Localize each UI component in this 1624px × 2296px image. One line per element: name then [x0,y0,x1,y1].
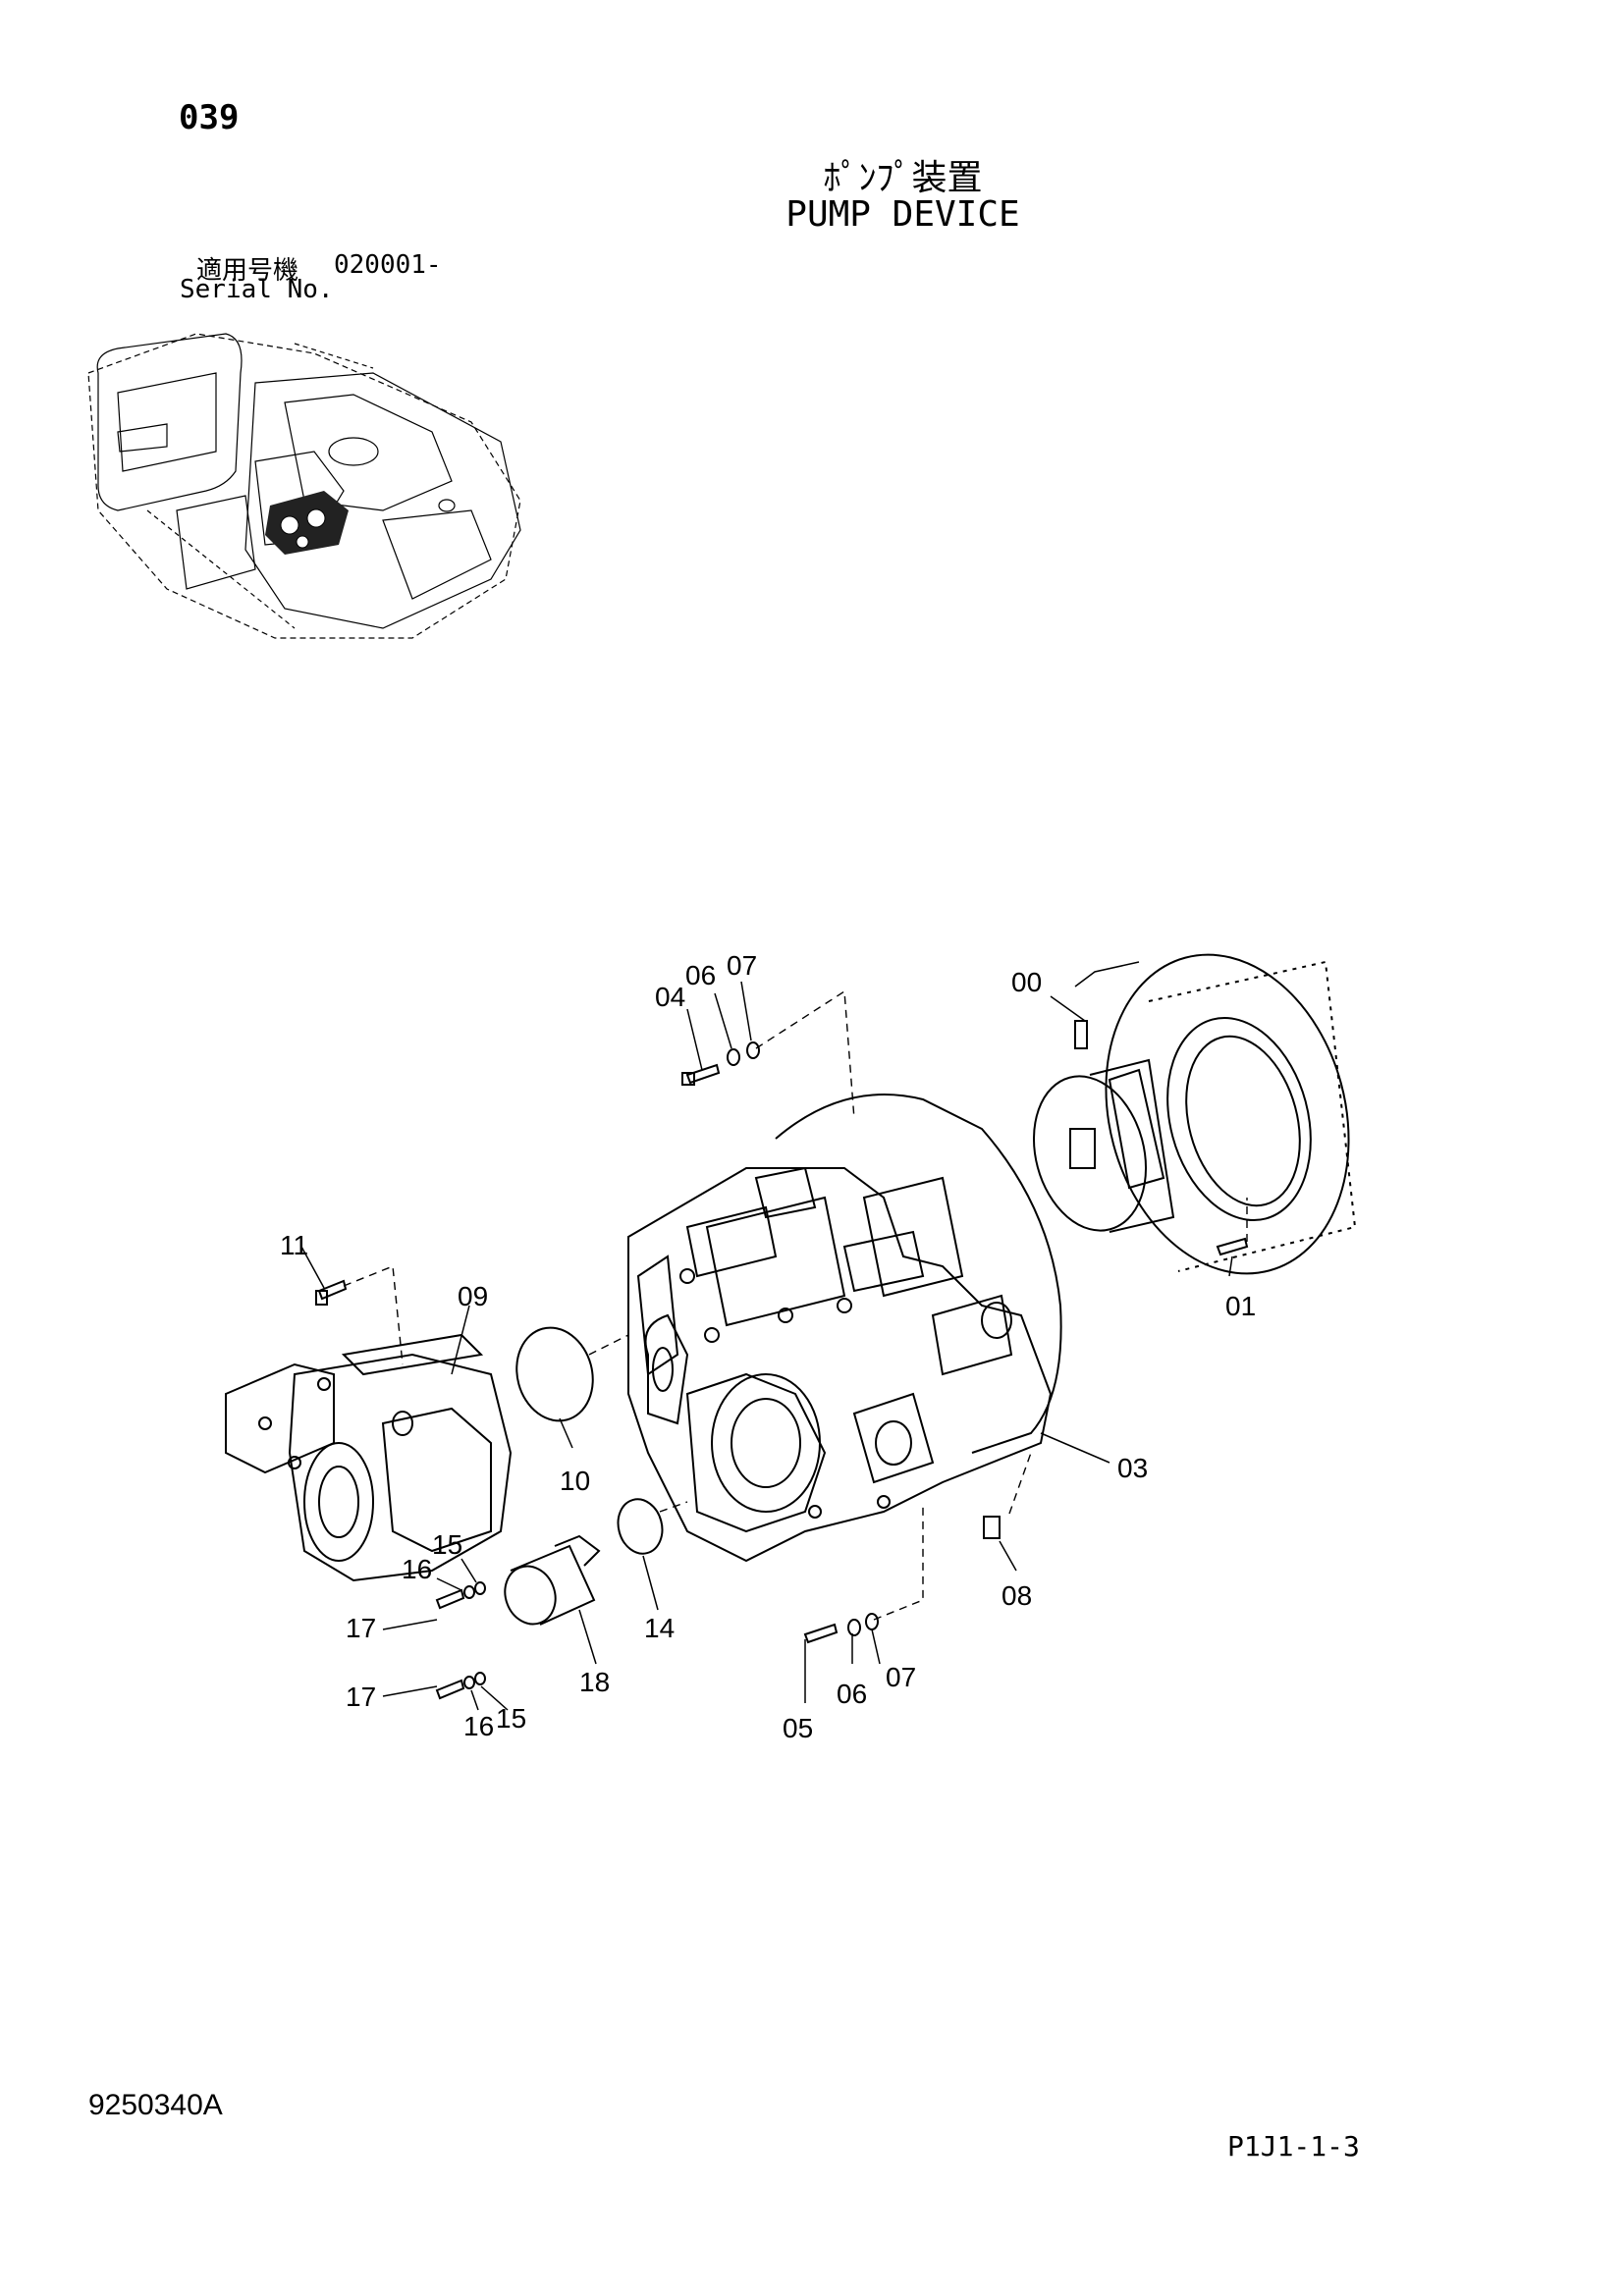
coupling-hub [1032,1020,1175,1233]
callout-01: 01 [1225,1291,1256,1321]
main-pump-body [627,1094,1062,1563]
callout-17-top: 17 [346,1613,376,1643]
title-japanese: ﾎﾟﾝﾌﾟ装置 [823,158,983,198]
callout-15-top: 15 [432,1529,462,1560]
serial-label-japanese: 適用号機 [196,256,299,286]
assembly-lines [343,989,1248,1621]
callout-14: 14 [644,1613,675,1643]
pump-location-marker [265,491,349,555]
callout-09: 09 [458,1281,488,1311]
auxiliary-pump [225,1333,513,1582]
callout-18: 18 [579,1667,610,1697]
callout-06-top: 06 [685,960,716,990]
page-reference: P1J1-1-3 [1227,2130,1360,2163]
drawing-code: 9250340A [88,2089,223,2121]
o-ring-10 [515,1326,594,1422]
callout-03: 03 [1117,1453,1148,1483]
page-number: 039 [179,98,240,137]
serial-range: 020001- [334,250,442,280]
callout-00: 00 [1011,967,1042,997]
cover-18 [504,1534,601,1626]
machine-location-inset [87,333,521,639]
callout-15-bottom: 15 [496,1703,526,1734]
callout-17-bottom: 17 [346,1682,376,1712]
callout-07-bottom: 07 [886,1662,916,1692]
o-ring-14 [617,1498,664,1555]
callout-10: 10 [560,1466,590,1496]
callout-06-bottom: 06 [837,1679,867,1709]
callout-16-bottom: 16 [463,1711,494,1741]
plug-08 [983,1516,1001,1539]
callout-04: 04 [655,982,685,1012]
callout-08: 08 [1001,1580,1032,1611]
title-english: PUMP DEVICE [785,194,1020,235]
leader-lines [300,961,1233,1711]
callout-05: 05 [783,1713,813,1743]
serial-label-english: Serial No. [180,275,334,304]
fasteners [315,1041,1249,1700]
coupling-ring [1105,953,1357,1275]
callout-11: 11 [280,1230,308,1260]
callout-16-top: 16 [402,1554,432,1584]
callout-07-top: 07 [727,950,757,981]
